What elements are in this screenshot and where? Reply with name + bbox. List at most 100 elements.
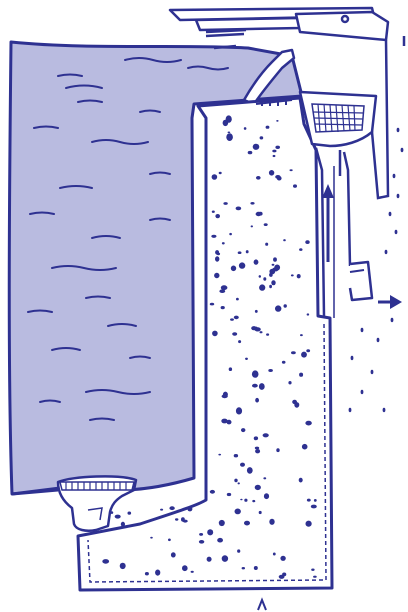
media-speckle — [241, 428, 245, 432]
media-speckle — [299, 248, 302, 251]
media-speckle — [297, 274, 301, 278]
media-speckle — [255, 398, 259, 403]
media-speckle — [199, 540, 204, 544]
media-speckle — [291, 274, 294, 276]
media-speckle — [251, 225, 253, 227]
media-speckle — [211, 235, 216, 238]
media-speckle — [259, 284, 265, 290]
media-speckle — [240, 463, 245, 467]
media-speckle — [273, 257, 277, 261]
media-speckle — [234, 479, 237, 483]
media-speckle — [313, 576, 317, 578]
media-speckle — [250, 202, 254, 205]
media-speckle — [239, 262, 245, 268]
media-speckle — [282, 573, 286, 577]
media-speckle — [252, 370, 259, 377]
water-drop — [361, 328, 364, 332]
media-speckle — [273, 553, 276, 556]
media-speckle — [234, 316, 239, 320]
media-speckle — [207, 557, 212, 562]
media-speckle — [215, 250, 219, 255]
media-speckle — [228, 132, 231, 134]
media-speckle — [283, 239, 286, 241]
media-speckle — [242, 567, 245, 569]
media-speckle — [222, 555, 228, 562]
water-drop — [377, 338, 380, 342]
media-speckle — [288, 381, 291, 384]
uplift-tube — [316, 148, 350, 316]
media-speckle — [155, 570, 160, 576]
media-speckle — [263, 433, 269, 437]
media-speckle — [307, 499, 311, 502]
media-speckle — [235, 509, 241, 515]
media-speckle — [230, 318, 234, 320]
media-speckle — [263, 277, 266, 280]
media-speckle — [227, 420, 232, 425]
water-drop — [389, 212, 392, 216]
water-drop — [397, 128, 400, 132]
media-speckle — [307, 313, 310, 315]
media-speckle — [305, 240, 309, 244]
media-speckle — [214, 273, 219, 278]
media-speckle — [253, 144, 260, 150]
media-speckle — [238, 340, 241, 343]
filter-lid — [170, 8, 388, 48]
media-speckle — [246, 250, 249, 253]
media-speckle — [223, 202, 227, 205]
media-speckle — [245, 358, 248, 360]
media-speckle — [269, 285, 272, 288]
media-speckle — [269, 170, 274, 176]
media-speckle — [219, 289, 225, 293]
media-speckle — [266, 126, 270, 129]
media-speckle — [169, 506, 174, 510]
media-speckle — [183, 520, 188, 523]
media-speckle — [255, 310, 258, 313]
media-speckle — [244, 521, 250, 526]
media-speckle — [247, 467, 253, 474]
media-speckle — [314, 499, 317, 502]
water-drop — [351, 356, 354, 360]
media-speckle — [276, 120, 278, 122]
media-speckle — [275, 175, 280, 179]
media-speckle — [223, 392, 228, 398]
media-speckle — [237, 549, 240, 552]
media-speckle — [290, 169, 293, 171]
media-speckle — [254, 566, 258, 570]
media-speckle — [226, 133, 233, 141]
media-speckle — [212, 174, 218, 180]
media-speckle — [191, 571, 194, 573]
media-speckle — [282, 361, 286, 364]
media-speckle — [276, 448, 279, 452]
media-speckle — [255, 327, 257, 330]
media-speckle — [300, 334, 303, 336]
media-speckle — [254, 436, 258, 440]
media-speckle — [269, 519, 274, 525]
media-speckle — [248, 151, 253, 154]
media-speckle — [301, 352, 307, 358]
media-speckle — [231, 266, 236, 272]
media-speckle — [272, 264, 275, 266]
media-speckle — [306, 521, 312, 527]
media-speckle — [244, 127, 247, 130]
water-drop — [395, 230, 398, 234]
media-speckle — [264, 223, 268, 226]
media-speckle — [268, 369, 273, 372]
media-speckle — [255, 447, 259, 450]
media-speckle — [212, 331, 218, 337]
media-speckle — [280, 556, 285, 561]
media-speckle — [264, 493, 269, 499]
media-speckle — [271, 280, 275, 285]
water-drop — [397, 194, 400, 198]
water-drop — [371, 370, 374, 374]
media-speckle — [259, 275, 261, 278]
water-drop — [361, 390, 364, 394]
media-speckle — [272, 150, 276, 153]
media-speckle — [218, 454, 221, 456]
media-speckle — [221, 285, 228, 290]
media-speckle — [217, 538, 223, 543]
media-speckle — [199, 533, 203, 536]
media-speckle — [265, 243, 268, 246]
media-speckle — [115, 515, 121, 519]
media-speckle — [299, 478, 303, 483]
